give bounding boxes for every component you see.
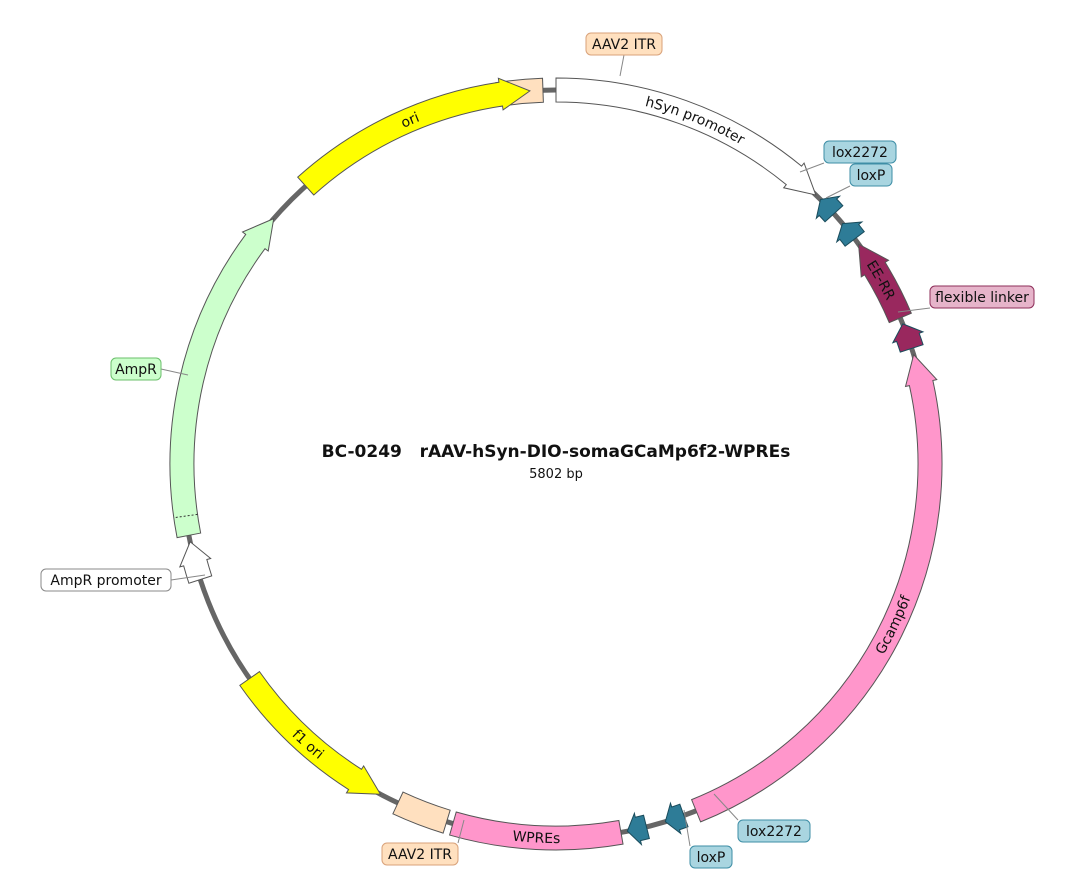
flexible-linker-shape: [891, 323, 925, 353]
ori-shape: [297, 77, 531, 196]
ampr-label: AmpR: [115, 362, 157, 378]
loxp-bottom-feature: [626, 811, 650, 847]
aav2-itr-bottom-callout: AAV2 ITR: [381, 819, 465, 866]
aav2-itr-top-callout: AAV2 ITR: [585, 32, 663, 77]
lox2272-bottom-callout-box: [737, 819, 811, 843]
ee-rr-shape: [857, 243, 912, 324]
ori-label: ori: [399, 110, 422, 132]
aav2-itr-top-callout-box: [585, 32, 663, 56]
ori-feature: ori: [297, 77, 531, 196]
loxp-top-callout: loxP: [825, 163, 893, 199]
wpres-label: WPREs: [512, 829, 561, 847]
lox2272-top-connector: [799, 162, 825, 173]
flexible-linker-label: flexible linker: [935, 290, 1029, 306]
loxp-bottom-callout: loxP: [683, 809, 733, 869]
loxp-top-connector: [825, 185, 851, 199]
hsyn-promoter-shape: [555, 77, 817, 196]
flexible-linker-callout: flexible linker: [897, 285, 1035, 313]
aav2-itr-bottom-connector: [457, 819, 465, 844]
aav2-itr-bottom-label: AAV2 ITR: [388, 847, 452, 863]
ampr-promoter-callout: AmpR promoter: [40, 568, 206, 592]
f1-ori-shape: [239, 670, 382, 795]
callouts-layer: AAV2 ITR lox2272 loxP flexible linker lox227…: [40, 32, 1035, 869]
loxp-bottom-connector: [683, 809, 691, 847]
loxp-top-callout-box: [849, 163, 893, 187]
lox2272-top-label: lox2272: [832, 145, 888, 161]
lox2272-bottom-shape: [664, 801, 689, 835]
loxp-bottom-shape: [626, 811, 650, 847]
ampr-feature: [169, 217, 275, 539]
ampr-promoter-connector: [170, 574, 206, 581]
lox2272-top-callout: lox2272: [799, 140, 897, 173]
lox2272-bottom-feature: [664, 801, 689, 835]
ampr-callout: AmpR: [110, 357, 189, 381]
wpres-feature: WPREs: [448, 811, 624, 851]
lox2272-top-shape: [815, 195, 844, 223]
lox2272-bottom-callout: lox2272: [713, 793, 811, 843]
aav2-itr-top-label: AAV2 ITR: [592, 37, 656, 53]
plasmid-length: 5802 bp: [529, 467, 583, 482]
loxp-bottom-callout-box: [689, 845, 733, 869]
loxp-top-feature: [835, 221, 865, 247]
aav2-itr-bottom-feature: [392, 791, 451, 834]
loxp-top-shape: [835, 221, 865, 247]
loxp-top-label: loxP: [857, 168, 886, 184]
aav2-itr-bottom-callout-box: [381, 842, 459, 866]
f1-ori-feature: f1 ori: [239, 670, 382, 795]
lox2272-bottom-label: lox2272: [746, 824, 802, 840]
wpres-shape: [448, 811, 624, 851]
gcamp6f-shape: [690, 353, 943, 823]
lox2272-top-callout-box: [823, 140, 897, 164]
loxp-bottom-label: loxP: [697, 850, 726, 866]
aav2-itr-top-connector: [619, 54, 625, 77]
plasmid-name: BC-0249 rAAV-hSyn-DIO-somaGCaMp6f2-WPREs: [322, 442, 791, 462]
ampr-promoter-shape: [178, 540, 213, 584]
gcamp6f-feature: Gcamp6f: [690, 353, 943, 823]
flexible-linker-connector: [897, 307, 931, 313]
lox2272-top-feature: [815, 195, 844, 223]
lox2272-bottom-connector: [713, 793, 739, 821]
flexible-linker-callout-box: [929, 285, 1035, 309]
ampr-promoter-callout-box: [40, 568, 172, 592]
ampr-promoter-label: AmpR promoter: [50, 573, 161, 589]
flexible-linker-feature: [891, 323, 925, 353]
ampr-shape: [169, 217, 275, 539]
ampr-callout-box: [110, 357, 162, 381]
ee-rr-feature: EE-RR: [857, 243, 912, 324]
ampr-connector: [160, 368, 189, 376]
aav2-itr-bottom-shape: [392, 791, 451, 834]
ampr-promoter-feature: [178, 540, 213, 584]
hsyn-promoter-feature: hSyn promoter: [555, 77, 817, 196]
